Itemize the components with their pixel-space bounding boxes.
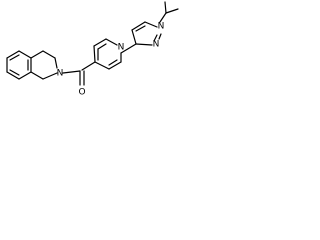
- atom-label-pyridine-nitrogen: N: [118, 43, 125, 53]
- atom-label-pyrazole-n1: N: [158, 22, 165, 32]
- carbonyl-group: [79, 70, 85, 86]
- structure-svg: N O N N N: [6, 1, 179, 98]
- bond-carbonyl-pyridine: [81, 61, 96, 71]
- atom-label-amide-oxygen: O: [78, 88, 85, 98]
- pyrazole-ring: [131, 21, 162, 46]
- atom-label-pyrazole-n2: N: [153, 40, 160, 50]
- bond-pyridine-pyrazole: [120, 43, 137, 54]
- tetrahydro-ring: [30, 50, 58, 80]
- pyridine-ring: [93, 38, 122, 70]
- bond-n-carbonyl: [62, 70, 81, 74]
- atom-label-isoquinoline-nitrogen: N: [57, 69, 64, 79]
- bonds: [6, 1, 179, 86]
- isopropyl-group: [159, 1, 179, 23]
- molecule-structure-diagram: N O N N N: [0, 0, 195, 127]
- benzene-ring: [6, 50, 32, 80]
